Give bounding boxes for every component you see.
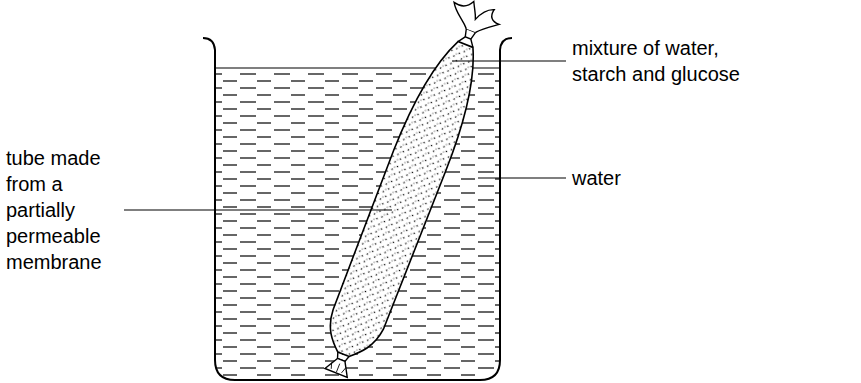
leader-line bbox=[452, 60, 566, 61]
leader-line bbox=[478, 177, 566, 178]
part-label: tube made from a partially permeable mem… bbox=[4, 145, 120, 275]
membrane-tube bbox=[310, 0, 507, 383]
part-label: water bbox=[570, 165, 654, 191]
leader-line bbox=[124, 209, 392, 210]
part-label: mixture of water, starch and glucose bbox=[570, 35, 774, 87]
